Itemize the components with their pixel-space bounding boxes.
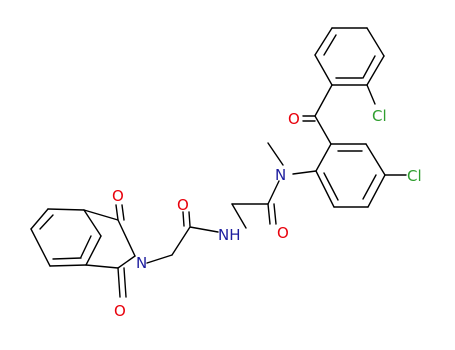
atom-cl-top: Cl xyxy=(372,107,387,125)
atom-n-phthal: N xyxy=(136,254,147,272)
bond-lines xyxy=(30,27,407,298)
atom-n-methyl: N xyxy=(275,166,286,184)
atom-labels: O N O O NH O N O Cl Cl xyxy=(112,107,422,320)
atom-cl-right: Cl xyxy=(407,167,422,185)
atom-o-phthal-top: O xyxy=(112,187,124,205)
atom-o-phthal-bottom: O xyxy=(114,302,126,320)
atom-o-amide-left: O xyxy=(177,196,189,214)
atom-o-amide-right: O xyxy=(277,224,289,242)
atom-o-ketone: O xyxy=(288,110,300,128)
atom-nh-amide: NH xyxy=(218,226,241,244)
